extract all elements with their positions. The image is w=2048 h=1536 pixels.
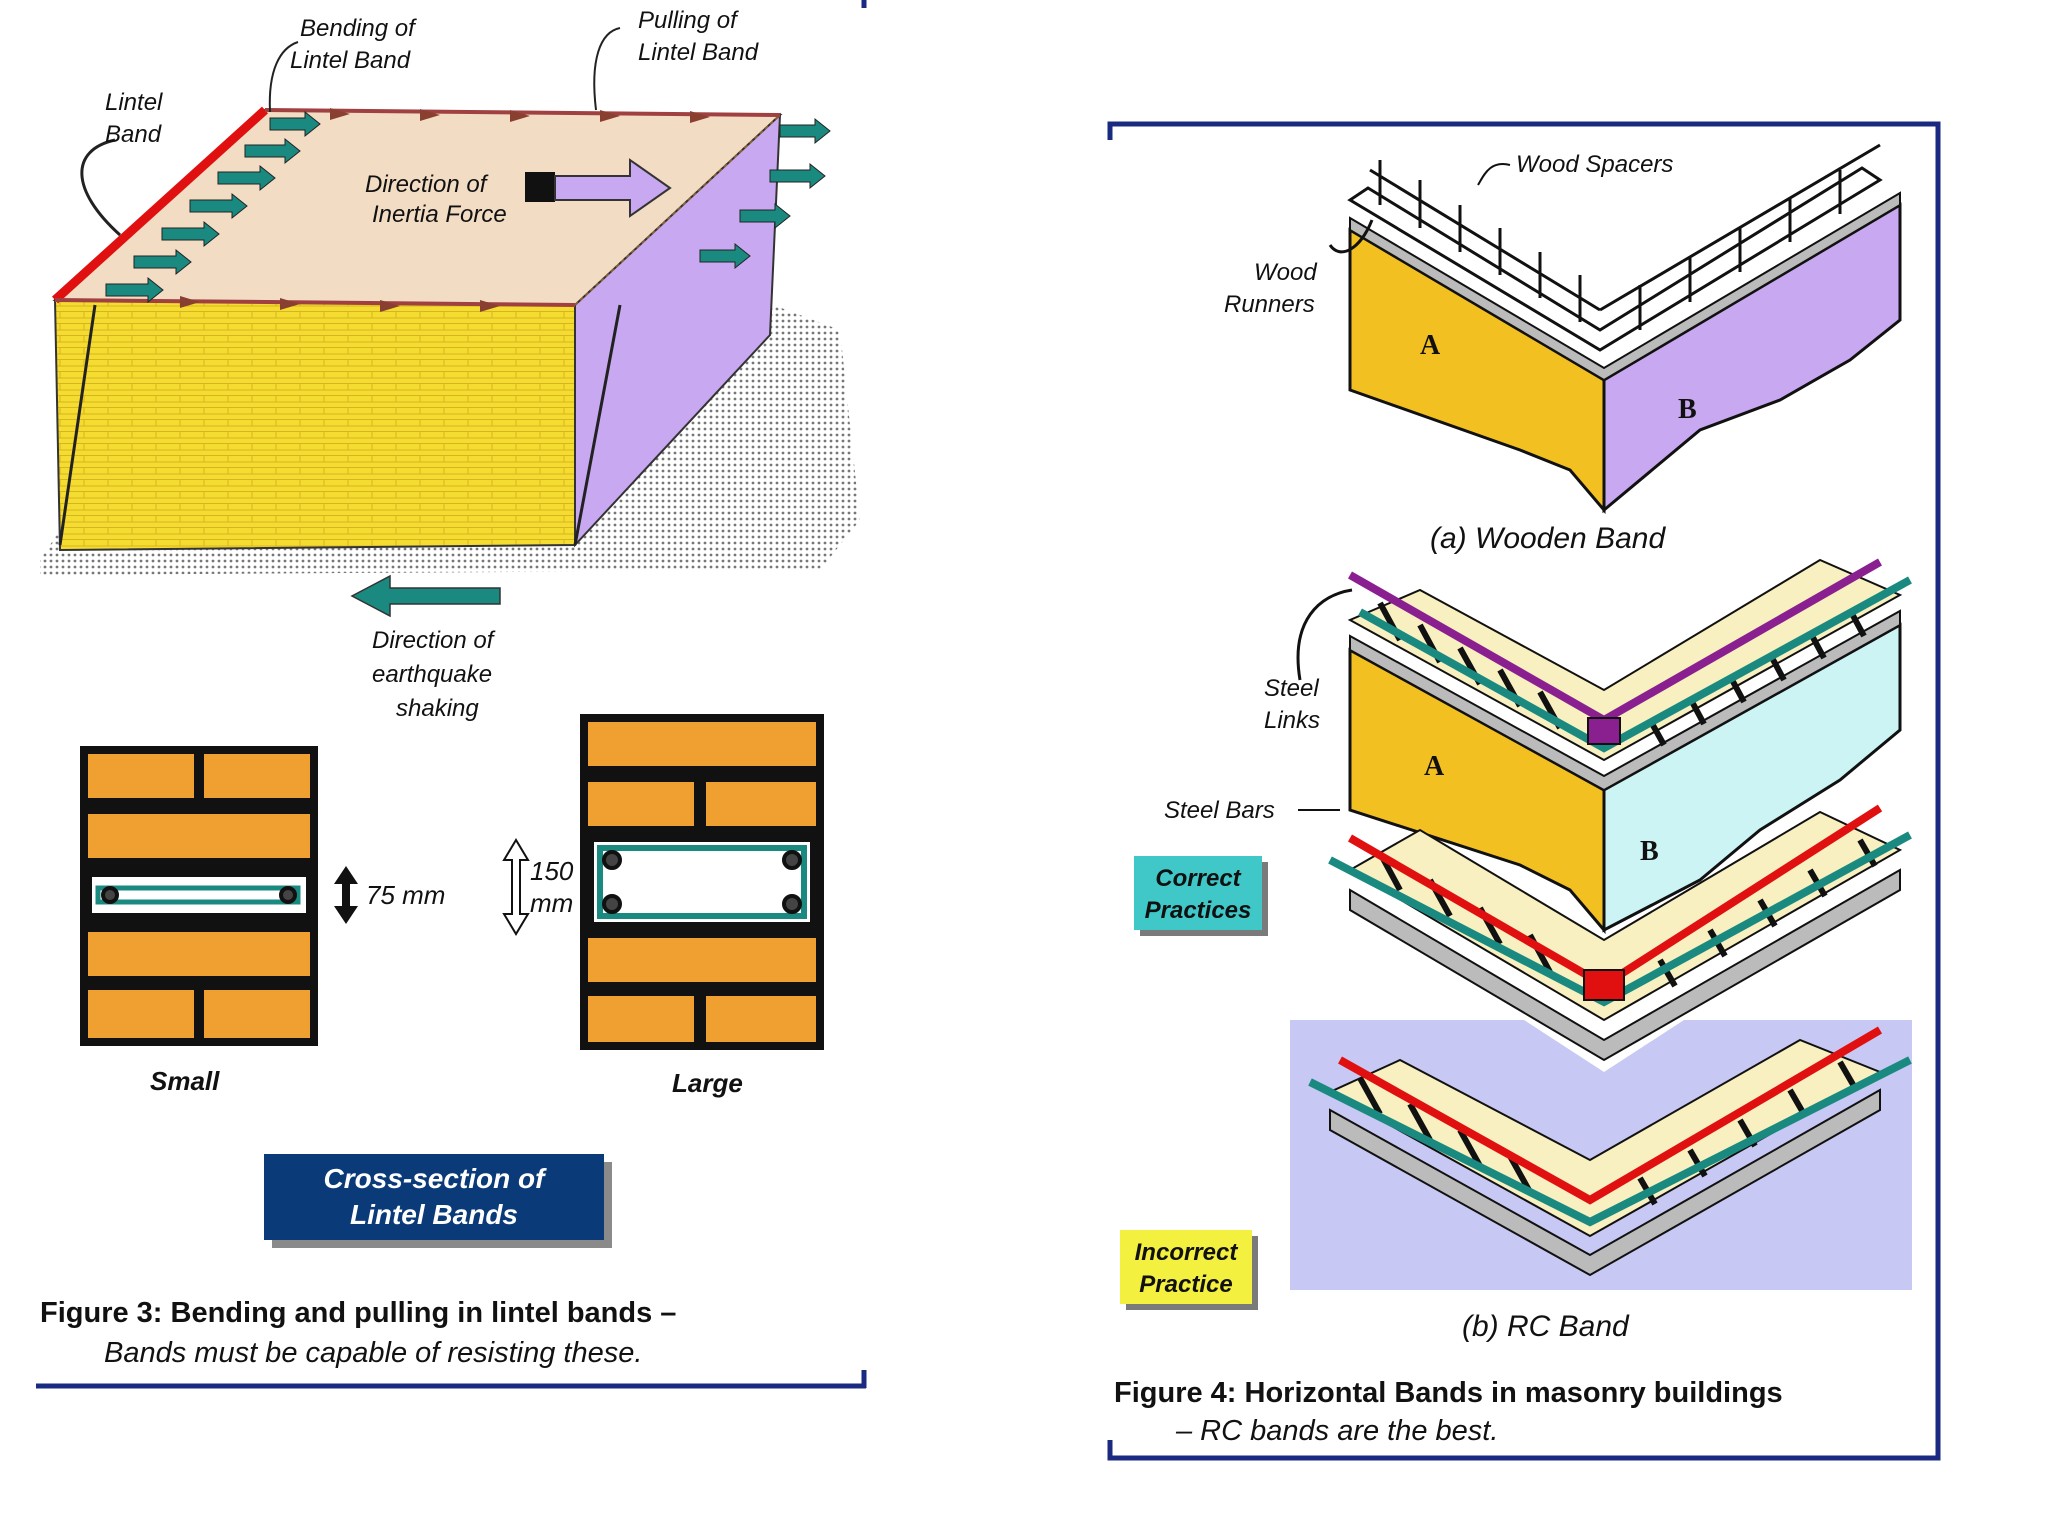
small-label: Small — [150, 1066, 220, 1096]
figure-4: A B Wood Spacers Wood Runners (a) Wooden… — [1107, 121, 1941, 1461]
large-cross-section — [580, 714, 824, 1050]
wood-runners-label-2: Runners — [1224, 291, 1315, 318]
pulling-label-2: Lintel Band — [638, 39, 759, 66]
pulling-label-1: Pulling of — [638, 7, 739, 34]
small-cross-section — [80, 746, 318, 1046]
shaking-label-1: Direction of — [372, 627, 496, 654]
large-label: Large — [672, 1068, 743, 1098]
title-box — [264, 1154, 604, 1240]
wooden-band: A B — [1347, 143, 1902, 515]
figure-4-frame — [1107, 121, 1941, 1461]
inertia-label-2: Inertia Force — [372, 201, 507, 228]
wall-b-label-rc: B — [1640, 836, 1659, 867]
correct-label-2: Practices — [1145, 897, 1252, 924]
steel-links-label-1: Steel — [1264, 675, 1319, 702]
figure-3: Bending of Lintel Band Pulling of Lintel… — [36, 0, 867, 1389]
inertia-label-1: Direction of — [365, 171, 489, 198]
rc-band-correct: A B — [1347, 558, 1912, 935]
shaking-label-3: shaking — [396, 695, 479, 722]
wooden-band-caption: (a) Wooden Band — [1430, 522, 1666, 555]
figure-3-caption-bold: Figure 3: Bending and pulling in lintel … — [40, 1297, 676, 1329]
ground-hatch — [40, 300, 860, 575]
incorrect-label-2: Practice — [1139, 1271, 1232, 1298]
large-dim-arrow — [502, 838, 530, 936]
lintel-label-2: Band — [105, 121, 162, 148]
title-box-line-2: Lintel Bands — [350, 1199, 518, 1230]
rc-slab-correct — [1328, 804, 1912, 1062]
incorrect-box — [1120, 1230, 1252, 1304]
pulling-arrows — [180, 108, 710, 312]
shaking-arrow — [350, 574, 501, 618]
wall-b-label: B — [1678, 394, 1697, 425]
figure-4-caption-italic: – RC bands are the best. — [1175, 1415, 1498, 1447]
front-wall — [53, 298, 576, 552]
lintel-band — [51, 106, 269, 304]
figure-3-caption-italic: Bands must be capable of resisting these… — [104, 1337, 642, 1369]
shaking-label-2: earthquake — [372, 661, 492, 688]
steel-links-label-2: Links — [1264, 707, 1320, 734]
wall-a-label: A — [1420, 330, 1441, 361]
inertia-arrow — [525, 158, 672, 218]
bending-arrows — [105, 110, 831, 304]
bending-label-1: Bending of — [300, 15, 417, 42]
wood-runners-label-1: Wood — [1254, 259, 1317, 286]
lintel-label-1: Lintel — [105, 89, 163, 116]
wall-a-label-rc: A — [1424, 751, 1445, 782]
incorrect-label-1: Incorrect — [1135, 1239, 1239, 1266]
steel-bars-label: Steel Bars — [1164, 797, 1275, 824]
side-wall — [574, 112, 782, 548]
correct-label-1: Correct — [1155, 865, 1241, 892]
rc-band-caption: (b) RC Band — [1462, 1310, 1630, 1343]
title-box-line-1: Cross-section of — [324, 1163, 548, 1194]
rc-slab-incorrect — [1308, 1026, 1912, 1277]
large-dim-label-2: mm — [530, 888, 573, 918]
correct-box — [1134, 856, 1262, 930]
small-dim-arrow — [334, 866, 358, 924]
figure-4-caption-bold: Figure 4: Horizontal Bands in masonry bu… — [1114, 1377, 1783, 1409]
small-dim-label: 75 mm — [366, 880, 445, 910]
large-dim-label-1: 150 — [530, 856, 574, 886]
wood-spacers-label: Wood Spacers — [1516, 151, 1673, 178]
bending-label-2: Lintel Band — [290, 47, 411, 74]
